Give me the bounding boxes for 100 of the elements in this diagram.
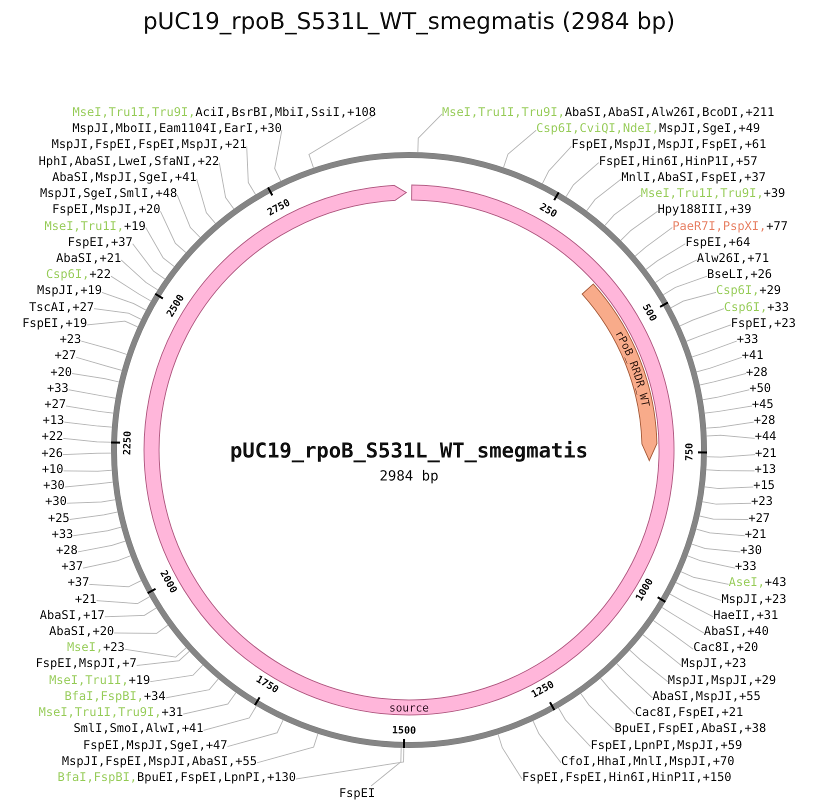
tick-label: 2750: [266, 197, 292, 218]
tick-label: 1250: [530, 679, 556, 701]
enzyme-site-label: +21: [744, 526, 766, 541]
enzyme-site-label: +23: [60, 332, 82, 346]
enzyme-site-label: FspEI,LpnPI,MspJI,+59: [590, 738, 742, 752]
leader-line: [104, 607, 157, 618]
leader-line: [218, 162, 234, 210]
enzyme-site-label: MseI,Tru1I,+19: [49, 672, 150, 687]
enzyme-site-label: +21: [74, 592, 97, 606]
enzyme-site-label: Cac8I,+20: [693, 640, 758, 654]
enzyme-site-label: MseI,Tru1I,+19: [44, 218, 146, 233]
enzyme-site-label: Csp6I,+33: [724, 300, 789, 314]
enzyme-site-label: +44: [754, 429, 776, 444]
leader-line: [503, 130, 537, 168]
enzyme-site-label: +13: [754, 462, 776, 476]
leader-line: [566, 162, 600, 198]
leader-line: [662, 606, 704, 634]
enzyme-site-label: FspEI,+64: [685, 234, 750, 249]
enzyme-site-label: BfaI,FspBI,BpuEI,FspEI,LpnPI,+130: [58, 770, 296, 784]
leader-line: [642, 634, 682, 666]
leader-line: [77, 540, 126, 552]
enzyme-site-label: AbaSI,+17: [40, 608, 105, 622]
leader-line: [580, 693, 615, 731]
feature-label: source: [389, 702, 429, 714]
enzyme-site-label: MseI,Tru1I,Tru9I,AciI,BsrBI,MbiI,SsiI,+108: [72, 105, 376, 119]
enzyme-site-label: FspEI,Hin6I,HinP1I,+57: [598, 154, 758, 168]
enzyme-site-label: AbaSI,+20: [49, 624, 114, 638]
enzyme-site-label: Csp6I,+29: [716, 283, 782, 298]
leader-line: [634, 227, 673, 257]
leader-line: [370, 747, 402, 786]
leader-line: [692, 340, 738, 358]
enzyme-site-label: +28: [746, 364, 768, 379]
enzyme-site-label: +27: [54, 348, 76, 362]
enzyme-site-label: CfoI,HhaI,MnlI,MspJI,+70: [561, 754, 734, 768]
leader-line: [72, 373, 120, 382]
leader-line: [654, 259, 698, 283]
enzyme-site-label: AbaSI,+40: [704, 624, 769, 638]
enzyme-site-label: FspEI,MspJI,+7: [36, 656, 137, 670]
enzyme-site-label: Csp6I,CviQI,NdeI,MspJI,SgeI,+49: [536, 121, 760, 136]
enzyme-site-label: Csp6I,+22: [46, 267, 111, 282]
enzyme-site-label: BpuEI,FspEI,AbaSI,+38: [614, 721, 766, 736]
leader-line: [706, 469, 755, 472]
leader-line: [706, 434, 756, 439]
enzyme-site-label: +26: [41, 446, 64, 460]
enzyme-site-label: FspEI,+19: [22, 316, 88, 330]
leader-line: [64, 482, 114, 488]
enzyme-site-label: Hpy188III,+39: [658, 202, 752, 216]
leader-line: [274, 130, 282, 182]
enzyme-site-label: FspEI,MspJI,SgeI,+47: [83, 738, 228, 752]
enzyme-site-label: MspJI,+23: [721, 592, 786, 606]
enzyme-site-label: +45: [752, 396, 774, 411]
leader-line: [696, 528, 746, 536]
enzyme-site-label: +33: [46, 380, 69, 395]
leader-line: [295, 747, 404, 780]
enzyme-site-label: HaeII,+31: [713, 608, 778, 622]
plasmid-length: 2984 bp: [380, 468, 438, 486]
leader-line: [86, 320, 138, 328]
enzyme-site-label: MspJI,+19: [36, 283, 102, 298]
leader-line: [675, 582, 722, 602]
leader-line: [132, 243, 166, 280]
leader-line: [702, 389, 750, 400]
enzyme-site-label: +33: [734, 559, 757, 574]
leader-line: [669, 594, 714, 618]
leader-line: [246, 146, 256, 196]
enzyme-site-label: +37: [68, 575, 90, 590]
enzyme-site-label: MspJI,FspEI,MspJI,AbaSI,+55: [62, 754, 257, 768]
tick-label: 1750: [254, 674, 280, 696]
enzyme-site-label: AseI,+43: [728, 575, 786, 590]
leader-line: [63, 470, 112, 472]
leader-line: [196, 178, 216, 224]
leader-line: [114, 624, 168, 634]
leader-line: [646, 243, 686, 270]
leader-line: [417, 114, 442, 153]
leader-line: [706, 422, 754, 429]
leader-line: [62, 438, 112, 443]
diagram-title: pUC19_rpoB_S531L_WT_smegmatis (2984 bp): [142, 8, 676, 36]
enzyme-site-label: +41: [742, 348, 764, 362]
leader-line: [652, 620, 694, 650]
enzyme-site-label: MspJI,MspJI,+29: [668, 672, 776, 687]
enzyme-site-label: +25: [48, 510, 70, 524]
enzyme-site-label: PaeR7I,PspXI,+77: [672, 218, 788, 233]
leader-line: [110, 276, 152, 302]
enzyme-site-label: FspEI,+37: [68, 234, 133, 249]
leader-line: [72, 526, 122, 536]
leader-line: [176, 194, 201, 238]
leader-line: [704, 405, 752, 414]
enzyme-site-label: +33: [52, 526, 74, 541]
enzyme-site-label: FspEI,MspJI,MspJI,FspEI,+61: [571, 137, 766, 152]
leader-line: [160, 210, 186, 254]
tick-label: 1500: [392, 726, 416, 737]
enzyme-site-label: FspEI: [338, 786, 376, 800]
leader-line: [136, 650, 190, 666]
enzyme-site-label: +30: [45, 494, 67, 508]
leader-line: [680, 571, 730, 585]
leader-line: [558, 707, 591, 748]
leader-line: [687, 555, 736, 569]
leader-line: [227, 720, 284, 748]
enzyme-site-label: +20: [50, 364, 72, 379]
enzyme-site-label: +50: [749, 380, 772, 395]
leader-line: [498, 734, 523, 780]
